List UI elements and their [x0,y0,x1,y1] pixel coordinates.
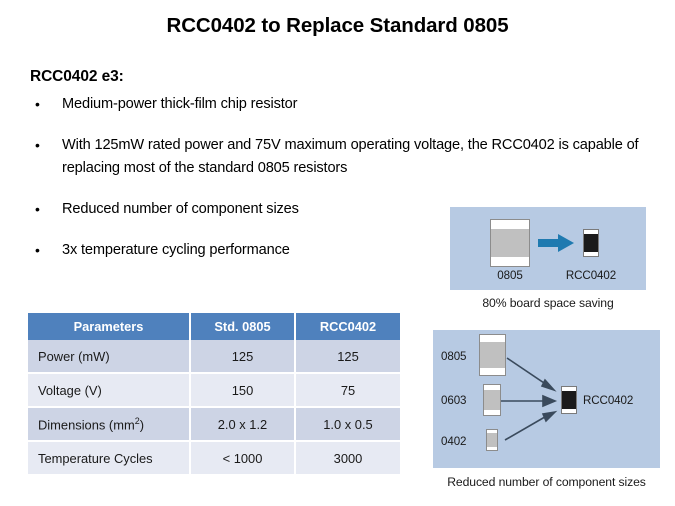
arrow-right-icon [538,234,574,252]
list-item: • With 125mW rated power and 75V maximum… [30,134,650,180]
chip-terminal-bottom [484,410,500,415]
chip-rcc0402-graphic [561,386,577,414]
chip-terminal-bottom [491,257,529,266]
converging-arrows-icon [497,357,558,441]
cell-std0805: 125 [190,340,296,374]
chip-label-rcc0402: RCC0402 [565,269,617,282]
chip-label-0805: 0805 [497,269,523,282]
figure-board-space-saving: 0805 RCC0402 80% board space saving [450,207,646,310]
list-item: • Medium-power thick-film chip resistor [30,93,650,116]
chip-terminal-top [584,230,598,234]
chip-terminal-bottom [487,447,497,450]
page-title: RCC0402 to Replace Standard 0805 [166,14,509,37]
figure-caption-size-reduction: Reduced number of component sizes [447,475,646,489]
table-row: Dimensions (mm2) 2.0 x 1.2 1.0 x 0.5 [28,407,400,442]
cell-parameter-tail: ) [139,417,145,433]
cell-parameter: Voltage (V) [28,373,191,408]
chip-0805-graphic [479,334,506,376]
table-row: Temperature Cycles < 1000 3000 [28,441,400,474]
lead-label: RCC0402 e3: [30,68,124,85]
cell-rcc0402: 75 [295,373,400,408]
list-item-label: Medium-power thick-film chip resistor [62,96,298,112]
chip-0805-graphic [490,219,530,267]
comparison-table: Parameters Std. 0805 RCC0402 Power (mW) … [28,313,400,474]
chip-0603-graphic [483,384,501,416]
figure-size-reduction: 0805 0603 0402 RCC0402 Reduced number of… [433,330,660,489]
list-item: • 3x temperature cycling performance [30,239,650,262]
bullet-point-icon: • [35,242,40,258]
cell-std0805: 150 [190,373,296,408]
figure-panel: 0805 RCC0402 [450,207,646,290]
chip-label-0603: 0603 [441,394,467,407]
figure-caption-space-saving: 80% board space saving [482,296,614,310]
column-header-std0805: Std. 0805 [190,313,296,340]
chip-0402-graphic [486,429,498,451]
table-row: Power (mW) 125 125 [28,340,400,374]
chip-rcc0402-graphic [583,229,599,257]
cell-parameter: Temperature Cycles [28,441,191,474]
cell-std0805: 2.0 x 1.2 [190,407,296,442]
list-item-label: 3x temperature cycling performance [62,242,290,258]
bullet-list: • Medium-power thick-film chip resistor … [30,93,650,262]
chip-label-rcc0402: RCC0402 [583,394,634,407]
list-item: • Reduced number of component sizes [30,198,650,221]
content-body: RCC0402 e3: • Medium-power thick-film ch… [30,68,650,280]
chip-terminal-bottom [480,368,505,375]
chip-terminal-top [562,387,576,391]
chip-label-0805: 0805 [441,350,467,363]
chip-terminal-top [480,335,505,342]
figure-panel: 0805 0603 0402 RCC0402 [433,330,660,468]
cell-parameter-superscript: 2 [134,415,140,426]
chip-terminal-top [487,430,497,433]
bullet-point-icon: • [35,96,40,112]
bullet-point-icon: • [35,137,40,153]
cell-parameter: Dimensions (mm2) [28,407,191,442]
column-header-parameters: Parameters [28,313,191,340]
chip-terminal-top [491,220,529,229]
table-header-row: Parameters Std. 0805 RCC0402 [28,313,400,340]
list-item-label: Reduced number of component sizes [62,201,299,217]
chip-terminal-bottom [584,252,598,256]
cell-rcc0402: 1.0 x 0.5 [295,407,400,442]
chip-label-0402: 0402 [441,435,467,448]
list-item-label: With 125mW rated power and 75V maximum o… [62,137,639,176]
cell-rcc0402: 3000 [295,441,400,474]
cell-rcc0402: 125 [295,340,400,374]
bullet-point-icon: • [35,201,40,217]
table-row: Voltage (V) 150 75 [28,373,400,408]
column-header-rcc0402: RCC0402 [295,313,400,340]
chip-terminal-top [484,385,500,390]
chip-terminal-bottom [562,409,576,413]
cell-std0805: < 1000 [190,441,296,474]
cell-parameter-text: Dimensions (mm [38,417,135,433]
cell-parameter: Power (mW) [28,340,191,374]
